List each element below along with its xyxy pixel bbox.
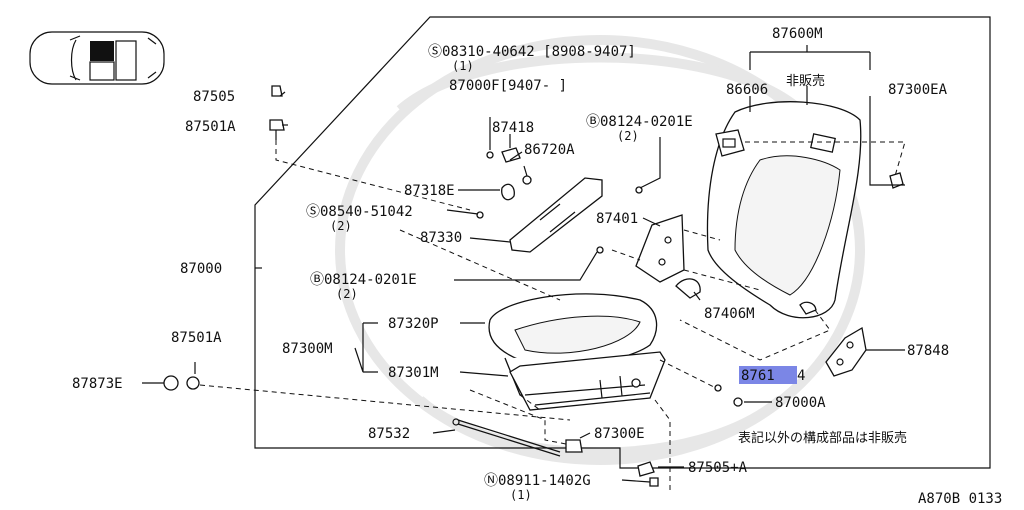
label-87614-highlight[interactable]: 8761 [741,368,775,384]
label-87300EA[interactable]: 87300EA [888,82,948,98]
label-87600M[interactable]: 87600M [772,26,823,42]
label-87501A-left[interactable]: 87501A [171,330,222,346]
label-87330[interactable]: 87330 [420,230,462,246]
label-87418[interactable]: 87418 [492,120,534,136]
label-87000F[interactable]: 87000F[9407- ] [449,78,567,94]
recliner-panel-87330 [509,177,603,253]
label-08911-qty: (1) [510,488,532,502]
label-87848[interactable]: 87848 [907,343,949,359]
label-87873E[interactable]: 87873E [72,376,123,392]
label-08310-qty: (1) [452,59,474,73]
seat-frame-87301M [509,351,666,411]
dashed-guides [199,140,906,490]
label-08540-51042[interactable]: Ⓢ08540-51042 [306,204,413,220]
label-87505A[interactable]: 87505+A [688,460,748,476]
cover-87406M [675,278,701,299]
label-86720A[interactable]: 86720A [524,142,575,158]
label-87401[interactable]: 87401 [596,211,638,227]
label-08540-qty: (2) [330,219,352,233]
label-note: 表記以外の構成部品は非販売 [738,430,907,446]
label-87300M[interactable]: 87300M [282,341,333,357]
label-08124-0201E-mid[interactable]: Ⓑ08124-0201E [310,272,417,288]
car-locator-icon [29,31,165,85]
seat-back-87600M [706,101,862,319]
label-87000A[interactable]: 87000A [775,395,826,411]
label-86606[interactable]: 86606 [726,82,768,98]
label-87000[interactable]: 87000 [180,261,222,277]
assembly-frame [254,16,991,469]
label-08310-40642[interactable]: Ⓢ08310-40642 [8908-9407] [428,44,636,60]
label-87614-tail: 4 [797,368,805,384]
bracket-87401 [635,214,685,283]
part-labels: 87600M 非販売 86606 87300EA Ⓢ08310-40642 [8… [72,26,1002,507]
label-08124-top-qty: (2) [617,129,639,143]
label-87318E[interactable]: 87318E [404,183,455,199]
label-hihanbai: 非販売 [786,73,825,89]
label-87406M[interactable]: 87406M [704,306,755,322]
label-87301M[interactable]: 87301M [388,365,439,381]
label-87501A-top[interactable]: 87501A [185,119,236,135]
label-87532[interactable]: 87532 [368,426,410,442]
highlighted-part-box[interactable] [739,366,797,384]
label-87320P[interactable]: 87320P [388,316,439,332]
diagram-code: A870B 0133 [918,491,1002,507]
small-fasteners [163,85,904,487]
leader-lines [142,45,905,483]
label-08911-1402G[interactable]: Ⓝ08911-1402G [484,473,591,489]
label-87300E[interactable]: 87300E [594,426,645,442]
rod-87532 [452,418,561,457]
label-87505[interactable]: 87505 [193,89,235,105]
label-08124-mid-qty: (2) [336,287,358,301]
label-08124-0201E-top[interactable]: Ⓑ08124-0201E [586,114,693,130]
